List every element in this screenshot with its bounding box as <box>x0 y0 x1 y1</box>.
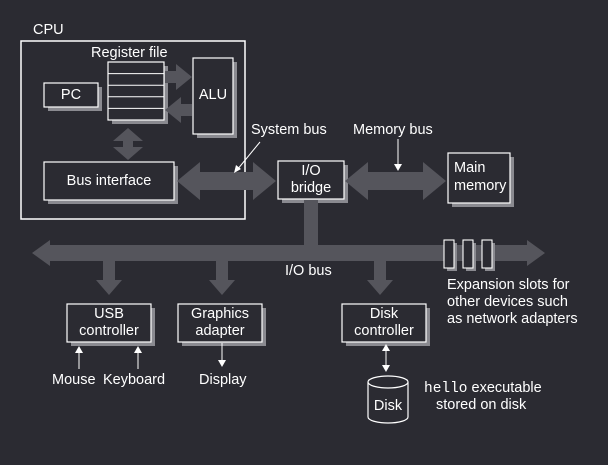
alu-to-regfile-arrow <box>165 97 192 123</box>
cpu-label: CPU <box>33 22 64 38</box>
disk-controller-label-1: Disk <box>369 306 399 322</box>
graphics-adapter-label-1: Graphics <box>190 306 250 322</box>
bridge-io-bus-stem <box>304 200 318 245</box>
disk-file-caption-2: stored on disk <box>436 397 527 413</box>
alu-label: ALU <box>198 87 228 103</box>
disk-cylinder <box>367 375 409 424</box>
io-bus-arrow <box>32 240 545 266</box>
disk-file-caption-1: hello executable <box>424 380 542 398</box>
regfile-bus-interface-arrow <box>113 128 143 160</box>
disk-controller-label-2: controller <box>354 323 414 339</box>
hello-filename: hello <box>424 381 468 397</box>
expansion-slots-label-1: Expansion slots for <box>447 277 570 293</box>
disk-label: Disk <box>373 398 403 414</box>
main-memory-label-1: Main <box>454 160 486 176</box>
main-memory-box <box>447 152 514 207</box>
system-bus-arrow <box>177 162 276 200</box>
system-bus-pointer <box>236 141 261 171</box>
disk-controller-box <box>341 303 430 346</box>
io-bus-to-disk-arrow <box>367 261 393 295</box>
io-bus-label: I/O bus <box>285 263 332 279</box>
regfile-to-alu-arrow <box>165 64 192 90</box>
expansion-slots-label-3: as network adapters <box>447 311 578 327</box>
register-file-label: Register file <box>91 45 168 61</box>
cpu-box <box>20 40 246 220</box>
memory-bus-label: Memory bus <box>353 122 433 138</box>
io-bridge-label-1: I/O <box>301 163 321 179</box>
bus-interface-box <box>43 161 178 204</box>
graphics-adapter-box <box>177 303 266 346</box>
usb-controller-label-2: controller <box>79 323 139 339</box>
display-label: Display <box>199 372 247 388</box>
usb-controller-label-1: USB <box>94 306 124 322</box>
io-bridge-box <box>277 160 348 203</box>
pc-register <box>43 82 102 111</box>
graphics-adapter-label-2: adapter <box>195 323 245 339</box>
keyboard-label: Keyboard <box>103 372 166 388</box>
pc-label: PC <box>60 87 82 103</box>
expansion-slots-label-2: other devices such <box>447 294 568 310</box>
expansion-slots <box>443 239 495 271</box>
bus-interface-label: Bus interface <box>66 173 152 189</box>
register-file <box>107 61 168 124</box>
system-bus-label: System bus <box>251 122 327 138</box>
executable-text: executable <box>467 380 542 396</box>
usb-controller-box <box>66 303 155 346</box>
main-memory-label-2: memory <box>454 178 507 194</box>
io-bus-to-graphics-arrow <box>209 261 235 295</box>
io-bridge-label-2: bridge <box>290 180 332 196</box>
alu-box <box>192 57 237 138</box>
mouse-label: Mouse <box>52 372 96 388</box>
io-bus-to-usb-arrow <box>96 261 122 295</box>
memory-bus-arrow <box>345 162 446 200</box>
